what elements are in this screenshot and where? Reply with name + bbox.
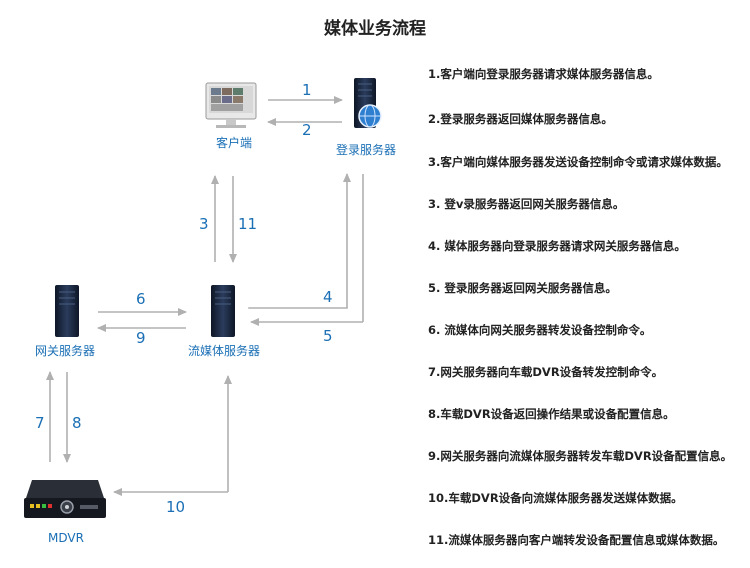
step-item: 11.流媒体服务器向客户端转发设备配置信息或媒体数据。 bbox=[428, 533, 725, 547]
arrow-number-4: 4 bbox=[323, 288, 333, 306]
arrow-number-2: 2 bbox=[302, 121, 312, 139]
mdvr-label: MDVR bbox=[48, 531, 84, 545]
stream-server-icon bbox=[211, 285, 235, 337]
arrow-number-6: 6 bbox=[136, 290, 146, 308]
login-server-label: 登录服务器 bbox=[336, 143, 397, 157]
stream-server-label: 流媒体服务器 bbox=[188, 344, 261, 358]
step-item: 4. 媒体服务器向登录服务器请求网关服务器信息。 bbox=[428, 239, 686, 253]
mdvr-device-icon bbox=[24, 480, 106, 518]
step-item: 6. 流媒体向网关服务器转发设备控制命令。 bbox=[428, 323, 652, 337]
client-label: 客户端 bbox=[216, 136, 253, 150]
arrow-number-9: 9 bbox=[136, 329, 146, 347]
gateway-server-label: 网关服务器 bbox=[35, 344, 96, 358]
step-item: 2.登录服务器返回媒体服务器信息。 bbox=[428, 112, 613, 126]
arrow-number-7: 7 bbox=[35, 414, 45, 432]
arrow-number-5: 5 bbox=[323, 327, 333, 345]
step-item: 9.网关服务器向流媒体服务器转发车载DVR设备配置信息。 bbox=[428, 449, 733, 463]
step-item: 3.客户端向媒体服务器发送设备控制命令或请求媒体数据。 bbox=[428, 155, 728, 169]
arrow-number-10: 10 bbox=[166, 498, 186, 516]
arrow-number-8: 8 bbox=[72, 414, 82, 432]
step-item: 3. 登v录服务器返回网关服务器信息。 bbox=[428, 197, 625, 211]
client-monitor-icon bbox=[205, 82, 257, 128]
arrows bbox=[46, 96, 364, 496]
diagram-title: 媒体业务流程 bbox=[324, 19, 426, 39]
arrow-number-1: 1 bbox=[302, 81, 312, 99]
step-item: 5. 登录服务器返回网关服务器信息。 bbox=[428, 281, 617, 295]
gateway-server-icon bbox=[55, 285, 79, 337]
login-server-icon bbox=[354, 78, 382, 128]
step-item: 8.车载DVR设备返回操作结果或设备配置信息。 bbox=[428, 407, 675, 421]
arrow-number-3: 3 bbox=[199, 215, 209, 233]
arrow-number-11: 11 bbox=[238, 215, 258, 233]
step-item: 1.客户端向登录服务器请求媒体服务器信息。 bbox=[428, 67, 659, 81]
step-item: 10.车载DVR设备向流媒体服务器发送媒体数据。 bbox=[428, 491, 683, 505]
step-item: 7.网关服务器向车载DVR设备转发控制命令。 bbox=[428, 365, 664, 379]
